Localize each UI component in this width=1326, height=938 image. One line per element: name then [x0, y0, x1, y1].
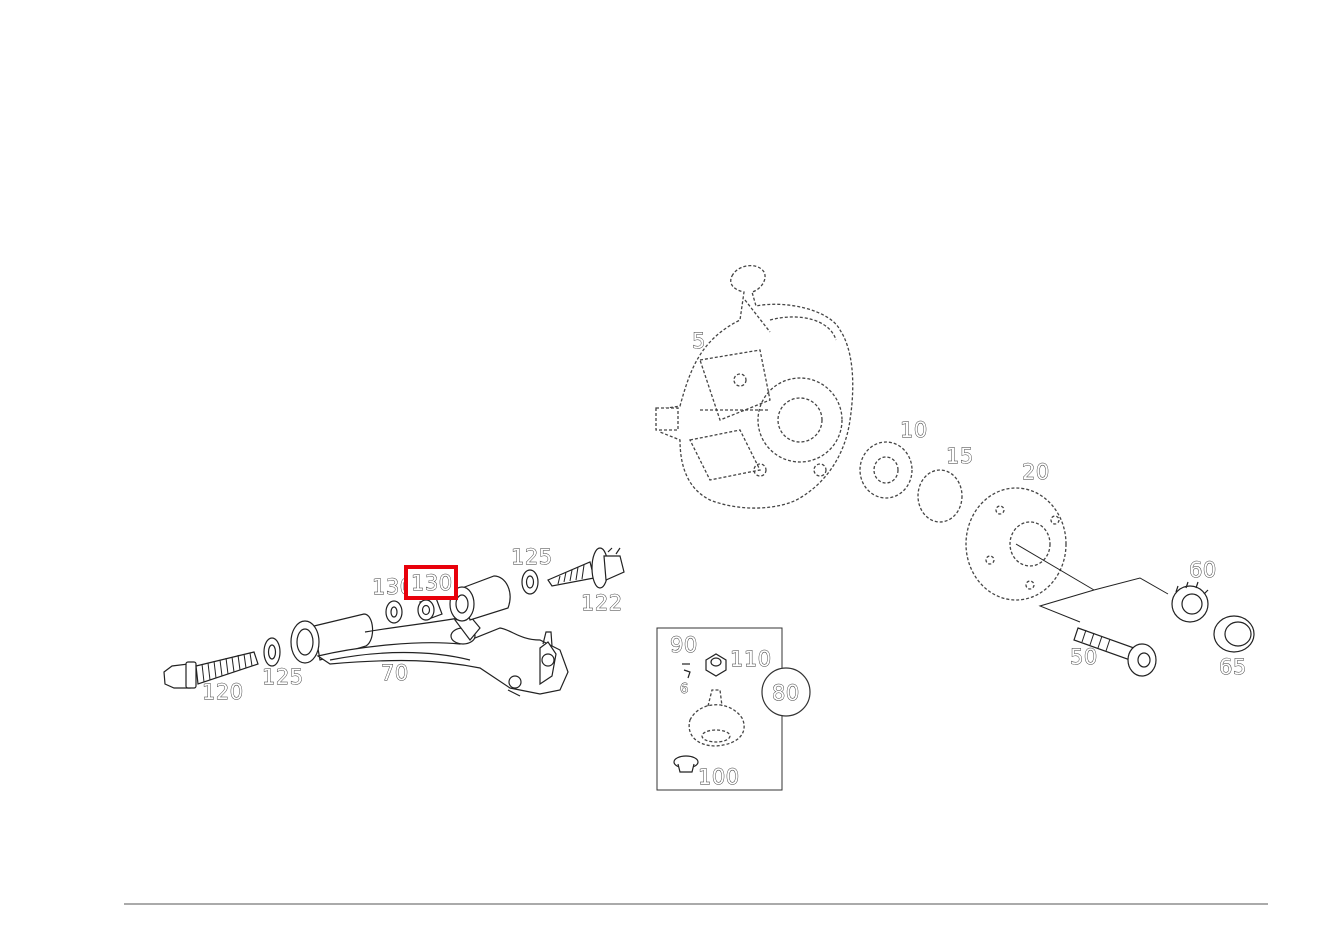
part-90-pin: [682, 663, 691, 679]
inset-box: [656, 627, 811, 791]
part-5-steering-knuckle: [655, 265, 854, 509]
callout-122[interactable]: 122: [581, 591, 623, 616]
callout-130-b[interactable]: 130: [411, 571, 453, 596]
part-70-control-arm: [290, 613, 569, 697]
part-60-nut: [1171, 581, 1209, 623]
callout-10[interactable]: 10: [900, 418, 928, 443]
axle-leader-lines: [1015, 543, 1169, 623]
part-10-bearing: [859, 441, 913, 499]
part-80-circle: [761, 667, 811, 717]
part-20-wheel-hub: [965, 487, 1067, 601]
callout-125-right[interactable]: 125: [511, 545, 553, 570]
callout-20[interactable]: 20: [1022, 460, 1050, 485]
callout-15[interactable]: 15: [946, 444, 974, 469]
part-65-cap: [1213, 615, 1255, 653]
callout-50[interactable]: 50: [1070, 645, 1098, 670]
bushing-housing: [449, 575, 511, 622]
ball-joint: [688, 689, 745, 747]
part-100-cap: [673, 755, 699, 773]
callout-80[interactable]: 80: [772, 681, 800, 706]
callout-70[interactable]: 70: [381, 661, 409, 686]
part-130-bush-a: [385, 600, 403, 624]
highlight-box: [404, 565, 458, 600]
part-125-washer-left: [263, 637, 281, 667]
callout-65[interactable]: 65: [1219, 655, 1247, 680]
part-50-bolt: [1073, 627, 1157, 677]
callout-100[interactable]: 100: [698, 765, 740, 790]
callout-90[interactable]: 90: [670, 633, 698, 658]
callout-6[interactable]: 6: [680, 682, 689, 698]
callout-130-highlighted[interactable]: 130: [404, 565, 458, 600]
part-120-bolt: [163, 651, 259, 689]
part-110-nut: [705, 653, 727, 677]
callout-5[interactable]: 5: [692, 329, 706, 354]
part-15-ring: [917, 469, 963, 523]
callout-125-left[interactable]: 125: [262, 665, 304, 690]
callout-120[interactable]: 120: [202, 680, 244, 705]
part-122-bolt: [547, 547, 625, 589]
callout-110[interactable]: 110: [730, 647, 772, 672]
part-125-washer-right: [521, 569, 539, 595]
part-130-bush-b: [417, 597, 443, 621]
callout-60[interactable]: 60: [1189, 558, 1217, 583]
